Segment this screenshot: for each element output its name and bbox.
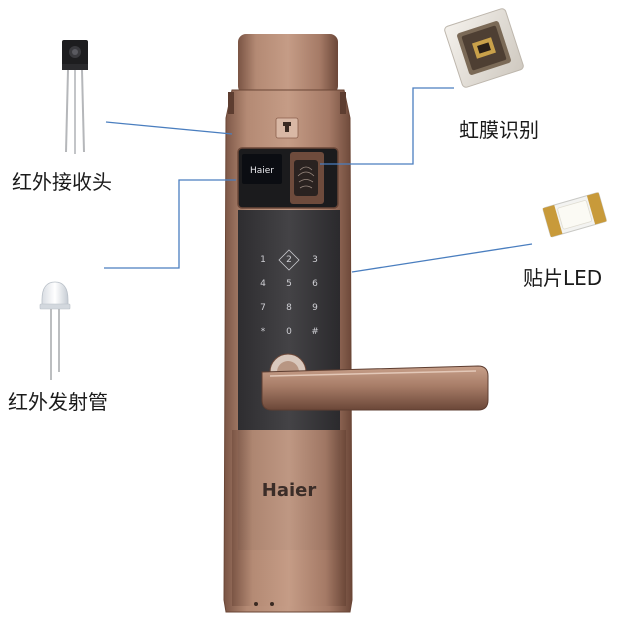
fingerprint-icon <box>297 166 315 189</box>
screen-brand-text: Haier <box>250 166 274 176</box>
handle-highlight <box>269 370 477 377</box>
wake-sensor-diamond <box>278 249 300 271</box>
label-iris-recognition: 虹膜识别 <box>459 118 539 142</box>
ir-receiver-icon <box>62 40 88 154</box>
leader-lines <box>104 87 533 273</box>
bottom-screw-left <box>254 602 258 606</box>
brand-logo: Haier <box>262 480 317 501</box>
leader-smd-led <box>351 243 533 273</box>
label-smd-led: 贴片LED <box>523 266 603 290</box>
leader-ir-receiver <box>105 121 233 135</box>
lock-side-ridge-left <box>228 92 234 114</box>
key-star[interactable]: * <box>261 327 266 337</box>
lock-side-ridge-right <box>340 92 346 114</box>
ir-led-icon <box>39 281 71 380</box>
key-1[interactable]: 1 <box>260 255 266 265</box>
label-ir-receiver: 红外接收头 <box>12 170 112 194</box>
key-5[interactable]: 5 <box>286 279 292 289</box>
key-0[interactable]: 0 <box>286 327 292 337</box>
keypad: 1 2 3 4 5 6 7 8 9 * 0 # <box>260 255 319 337</box>
key-4[interactable]: 4 <box>260 279 266 289</box>
key-3[interactable]: 3 <box>312 255 318 265</box>
display-screen <box>242 154 282 184</box>
door-handle[interactable] <box>261 365 489 411</box>
leader-ir-emitter <box>104 179 236 269</box>
key-9[interactable]: 9 <box>312 303 318 313</box>
smart-lock: Haier 1 2 3 4 5 6 7 8 9 * 0 # <box>223 34 489 613</box>
fingerprint-pad <box>294 160 318 196</box>
iris-sensor-chip-icon <box>444 8 524 88</box>
key-2[interactable]: 2 <box>286 255 292 265</box>
bottom-screw-right <box>270 602 274 606</box>
key-6[interactable]: 6 <box>312 279 318 289</box>
key-7[interactable]: 7 <box>260 303 266 313</box>
lock-keyhole-icon <box>283 122 291 132</box>
key-8[interactable]: 8 <box>286 303 292 313</box>
lock-top-cap <box>238 34 338 94</box>
key-hash[interactable]: # <box>311 327 319 337</box>
label-ir-emitter: 红外发射管 <box>8 390 108 414</box>
lower-plate <box>232 430 346 606</box>
smd-led-icon <box>542 192 607 238</box>
leader-iris <box>320 87 454 165</box>
